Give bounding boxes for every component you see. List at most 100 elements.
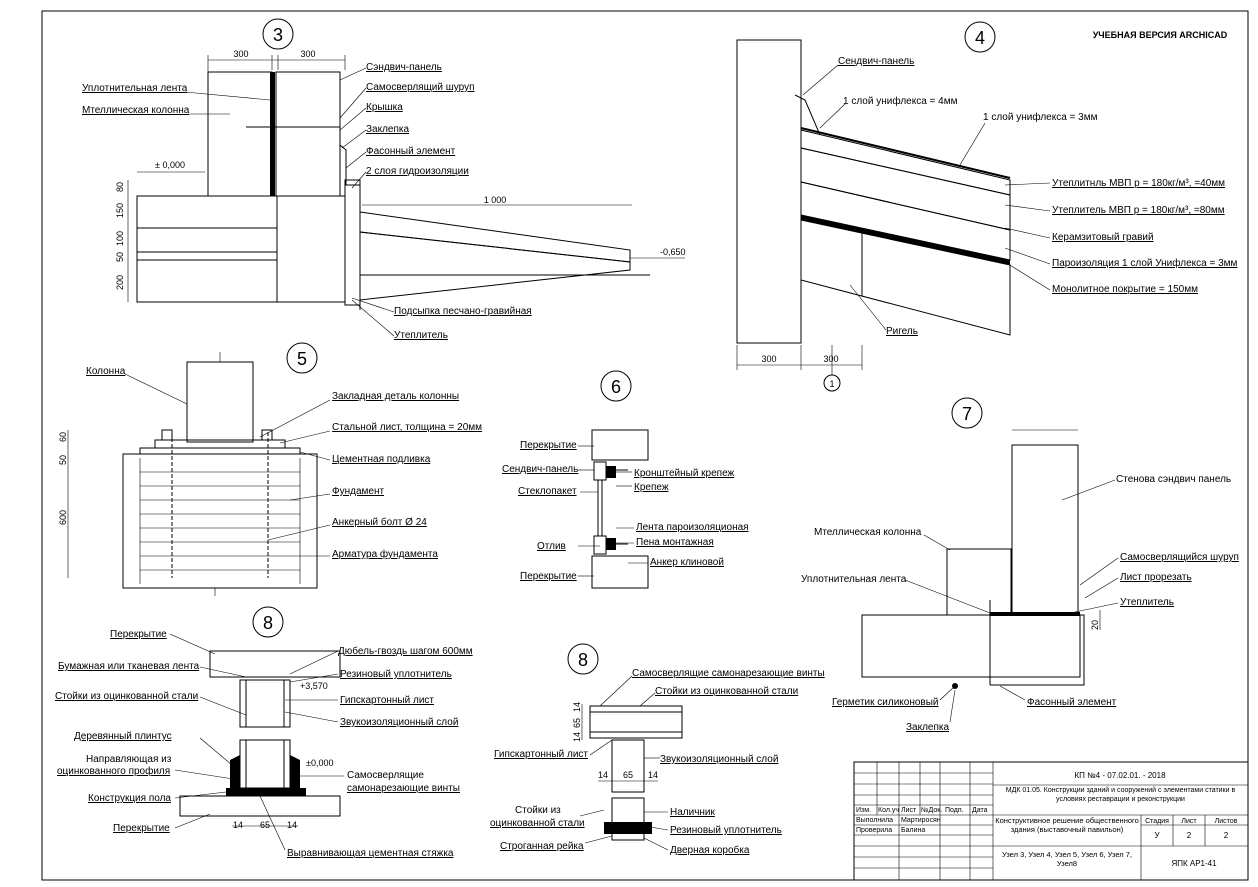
n8b-label-rubber: Резиновый уплотнитель <box>670 825 782 836</box>
n3-label-screw: Самосверлящий шуруп <box>366 82 475 93</box>
n3-label-fill: Подсыпка песчано-гравийная <box>394 306 532 317</box>
n4-label-beam: Ригель <box>886 326 918 337</box>
tb-stage: У <box>1154 831 1160 840</box>
n4-wall-panel <box>736 39 802 344</box>
n3-label-rivet: Заклепка <box>366 124 409 135</box>
n3-foundation <box>276 195 346 303</box>
n4-label-mvp80: Утеплитель МВП р = 180кг/м³, =80мм <box>1052 205 1225 216</box>
n4-label-vapour: Пароизоляция 1 слой Унифлекса = 3мм <box>1052 257 1238 269</box>
n8b-label-studs2-2: оцинкованной стали <box>490 818 585 829</box>
n4-vapour-barrier <box>801 215 1010 265</box>
node-8b: 8 14 65 14 14 65 14 Самосверлящие самона… <box>490 643 825 856</box>
n4-axis-marker <box>823 374 841 392</box>
n5-label-grout: Цементная подливка <box>332 454 431 465</box>
n5-label-rebar: Арматура фундамента <box>332 548 438 560</box>
n5-label-foundation: Фундамент <box>332 486 384 497</box>
n4-dim-300a: 300 <box>761 354 776 364</box>
n4-clay-gravel <box>800 181 1011 261</box>
n3-seal-tape <box>270 72 275 196</box>
n7-label-flashing: Фасонный элемент <box>1027 697 1117 708</box>
n8a-label-gypsum: Гипскартонный лист <box>340 695 434 706</box>
n8a-wall-top <box>239 679 291 728</box>
n3-dim-150: 150 <box>115 203 125 218</box>
n8b-dim-65a: 65 <box>572 718 582 728</box>
tb-sheet-title: Конструктивное решение общественного зда… <box>995 816 1139 834</box>
n8b-dim-14c: 14 <box>598 770 608 780</box>
n6-label-bracket: Кронштейный крепеж <box>634 468 735 479</box>
n6-slab-bottom <box>591 555 649 589</box>
n3-sandwich-panel <box>275 71 341 197</box>
n3-dim-80: 80 <box>115 182 125 192</box>
n3-label-cap: Крышка <box>366 102 403 113</box>
tb-code: КП №4 - 07.02.01. - 2018 <box>1074 771 1166 780</box>
sheet-frame <box>41 10 1249 881</box>
n8a-label-rubber: Резиновый уплотнитель <box>340 669 452 680</box>
n8b-dim-14a: 14 <box>572 702 582 712</box>
n3-label-column: Мтеллическая колонна <box>82 105 190 116</box>
n4-label-keramzit: Керамзитовый гравий <box>1052 232 1154 243</box>
tb-org: ЯПК АР1-41 <box>1171 859 1217 868</box>
n4-label-mvp40: Утеплитнль МВП р = 180кг/м³, =40мм <box>1052 178 1225 189</box>
n8a-wall-bottom <box>239 739 291 789</box>
n8b-stud-top <box>611 739 645 793</box>
n8b-label-frame: Дверная коробка <box>670 844 750 856</box>
n3-level-zero: ± 0,000 <box>155 160 185 170</box>
n8a-label-guide-1: Направляющая из <box>86 754 172 765</box>
n8b-wall-plan <box>589 705 683 739</box>
tb-sheet-label: Лист <box>1181 818 1197 825</box>
n6-label-foam: Пена монтажная <box>636 537 714 548</box>
n7-label-sealant: Герметик силиконовый <box>832 697 939 708</box>
node-5-number: 5 <box>297 349 307 369</box>
node-3: 3 300 300 1 000 ± 0,000 <box>82 18 686 341</box>
n7-label-wall-panel: Стенова сэндвич панель <box>1116 474 1231 485</box>
tb-sheet: 2 <box>1187 831 1192 840</box>
n7-column <box>946 548 1012 616</box>
n8b-label-studs: Стойки из оцинкованной стали <box>655 686 798 697</box>
n3-dim-1000: 1 000 <box>484 195 507 205</box>
watermark: УЧЕБНАЯ ВЕРСИЯ ARCHICAD <box>1093 30 1228 40</box>
n5-label-plate: Стальной лист, толщина = 20мм <box>332 422 482 433</box>
n3-column <box>207 71 273 197</box>
tb-sheet-title-box: Конструктивное решение общественного зда… <box>995 816 1139 834</box>
n3-dim-100: 100 <box>115 231 125 246</box>
n5-label-embed: Закладная деталь колонны <box>332 391 459 402</box>
n5-dim-60: 60 <box>58 432 68 442</box>
node-6-marker <box>600 370 632 402</box>
n3-level-minus: -0,650 <box>660 247 686 257</box>
tb-discipline-box: МДК 01.05. Конструкции зданий и сооружен… <box>1006 787 1235 803</box>
n8a-label-dowel: Дюбель-гвоздь шагом 600мм <box>338 645 473 657</box>
n8a-label-screed: Выравнивающая цементная стяжка <box>287 848 454 859</box>
n8a-dim-14b: 14 <box>287 820 297 830</box>
n3-floor-gravel <box>136 259 278 303</box>
node-8b-number: 8 <box>578 650 588 670</box>
n8b-dim-65b: 65 <box>623 770 633 780</box>
n8a-label-studs: Стойки из оцинкованной стали <box>55 691 198 702</box>
n8a-label-slab-top: Перекрытие <box>110 629 167 640</box>
n3-label-sandwich: Сэндвич-панель <box>366 62 442 73</box>
n8a-dim-top-level: +3,570 <box>300 681 328 691</box>
n3-floor-insulation <box>136 227 278 253</box>
n8b-label-trim: Наличник <box>670 807 716 818</box>
n6-label-glass: Стеклопакет <box>518 486 577 497</box>
node-5: 5 60 50 600 <box>58 342 482 596</box>
tb-col-list: Лист <box>901 807 917 814</box>
n4-insulation-40 <box>800 129 1011 196</box>
tb-col-kol: Кол.уч <box>878 807 899 814</box>
n8a-slab-bottom <box>179 795 341 817</box>
n8a-dim-zero: ±0,000 <box>306 758 333 768</box>
n5-grout <box>139 447 301 455</box>
tb-name-1: Мартиросян <box>901 817 941 824</box>
n6-label-anchor: Анкер клиновой <box>650 557 724 568</box>
n5-foundation <box>122 453 318 589</box>
node-6: 6 Перекрытие Сендвич-панель Кронштейный … <box>502 370 749 589</box>
n8b-dim-14d: 14 <box>648 770 658 780</box>
n8b-dim-14b: 14 <box>572 732 582 742</box>
tb-stage-label: Стадия <box>1145 818 1169 825</box>
n7-label-seal: Уплотнительная лента <box>801 574 907 585</box>
n7-label-cut: Лист прорезать <box>1120 572 1192 583</box>
n3-dim-200: 200 <box>115 275 125 290</box>
tb-role-2: Проверила <box>856 827 892 834</box>
n8b-label-sound: Звукоизоляционный слой <box>660 754 778 765</box>
n8a-dim-65: 65 <box>260 820 270 830</box>
